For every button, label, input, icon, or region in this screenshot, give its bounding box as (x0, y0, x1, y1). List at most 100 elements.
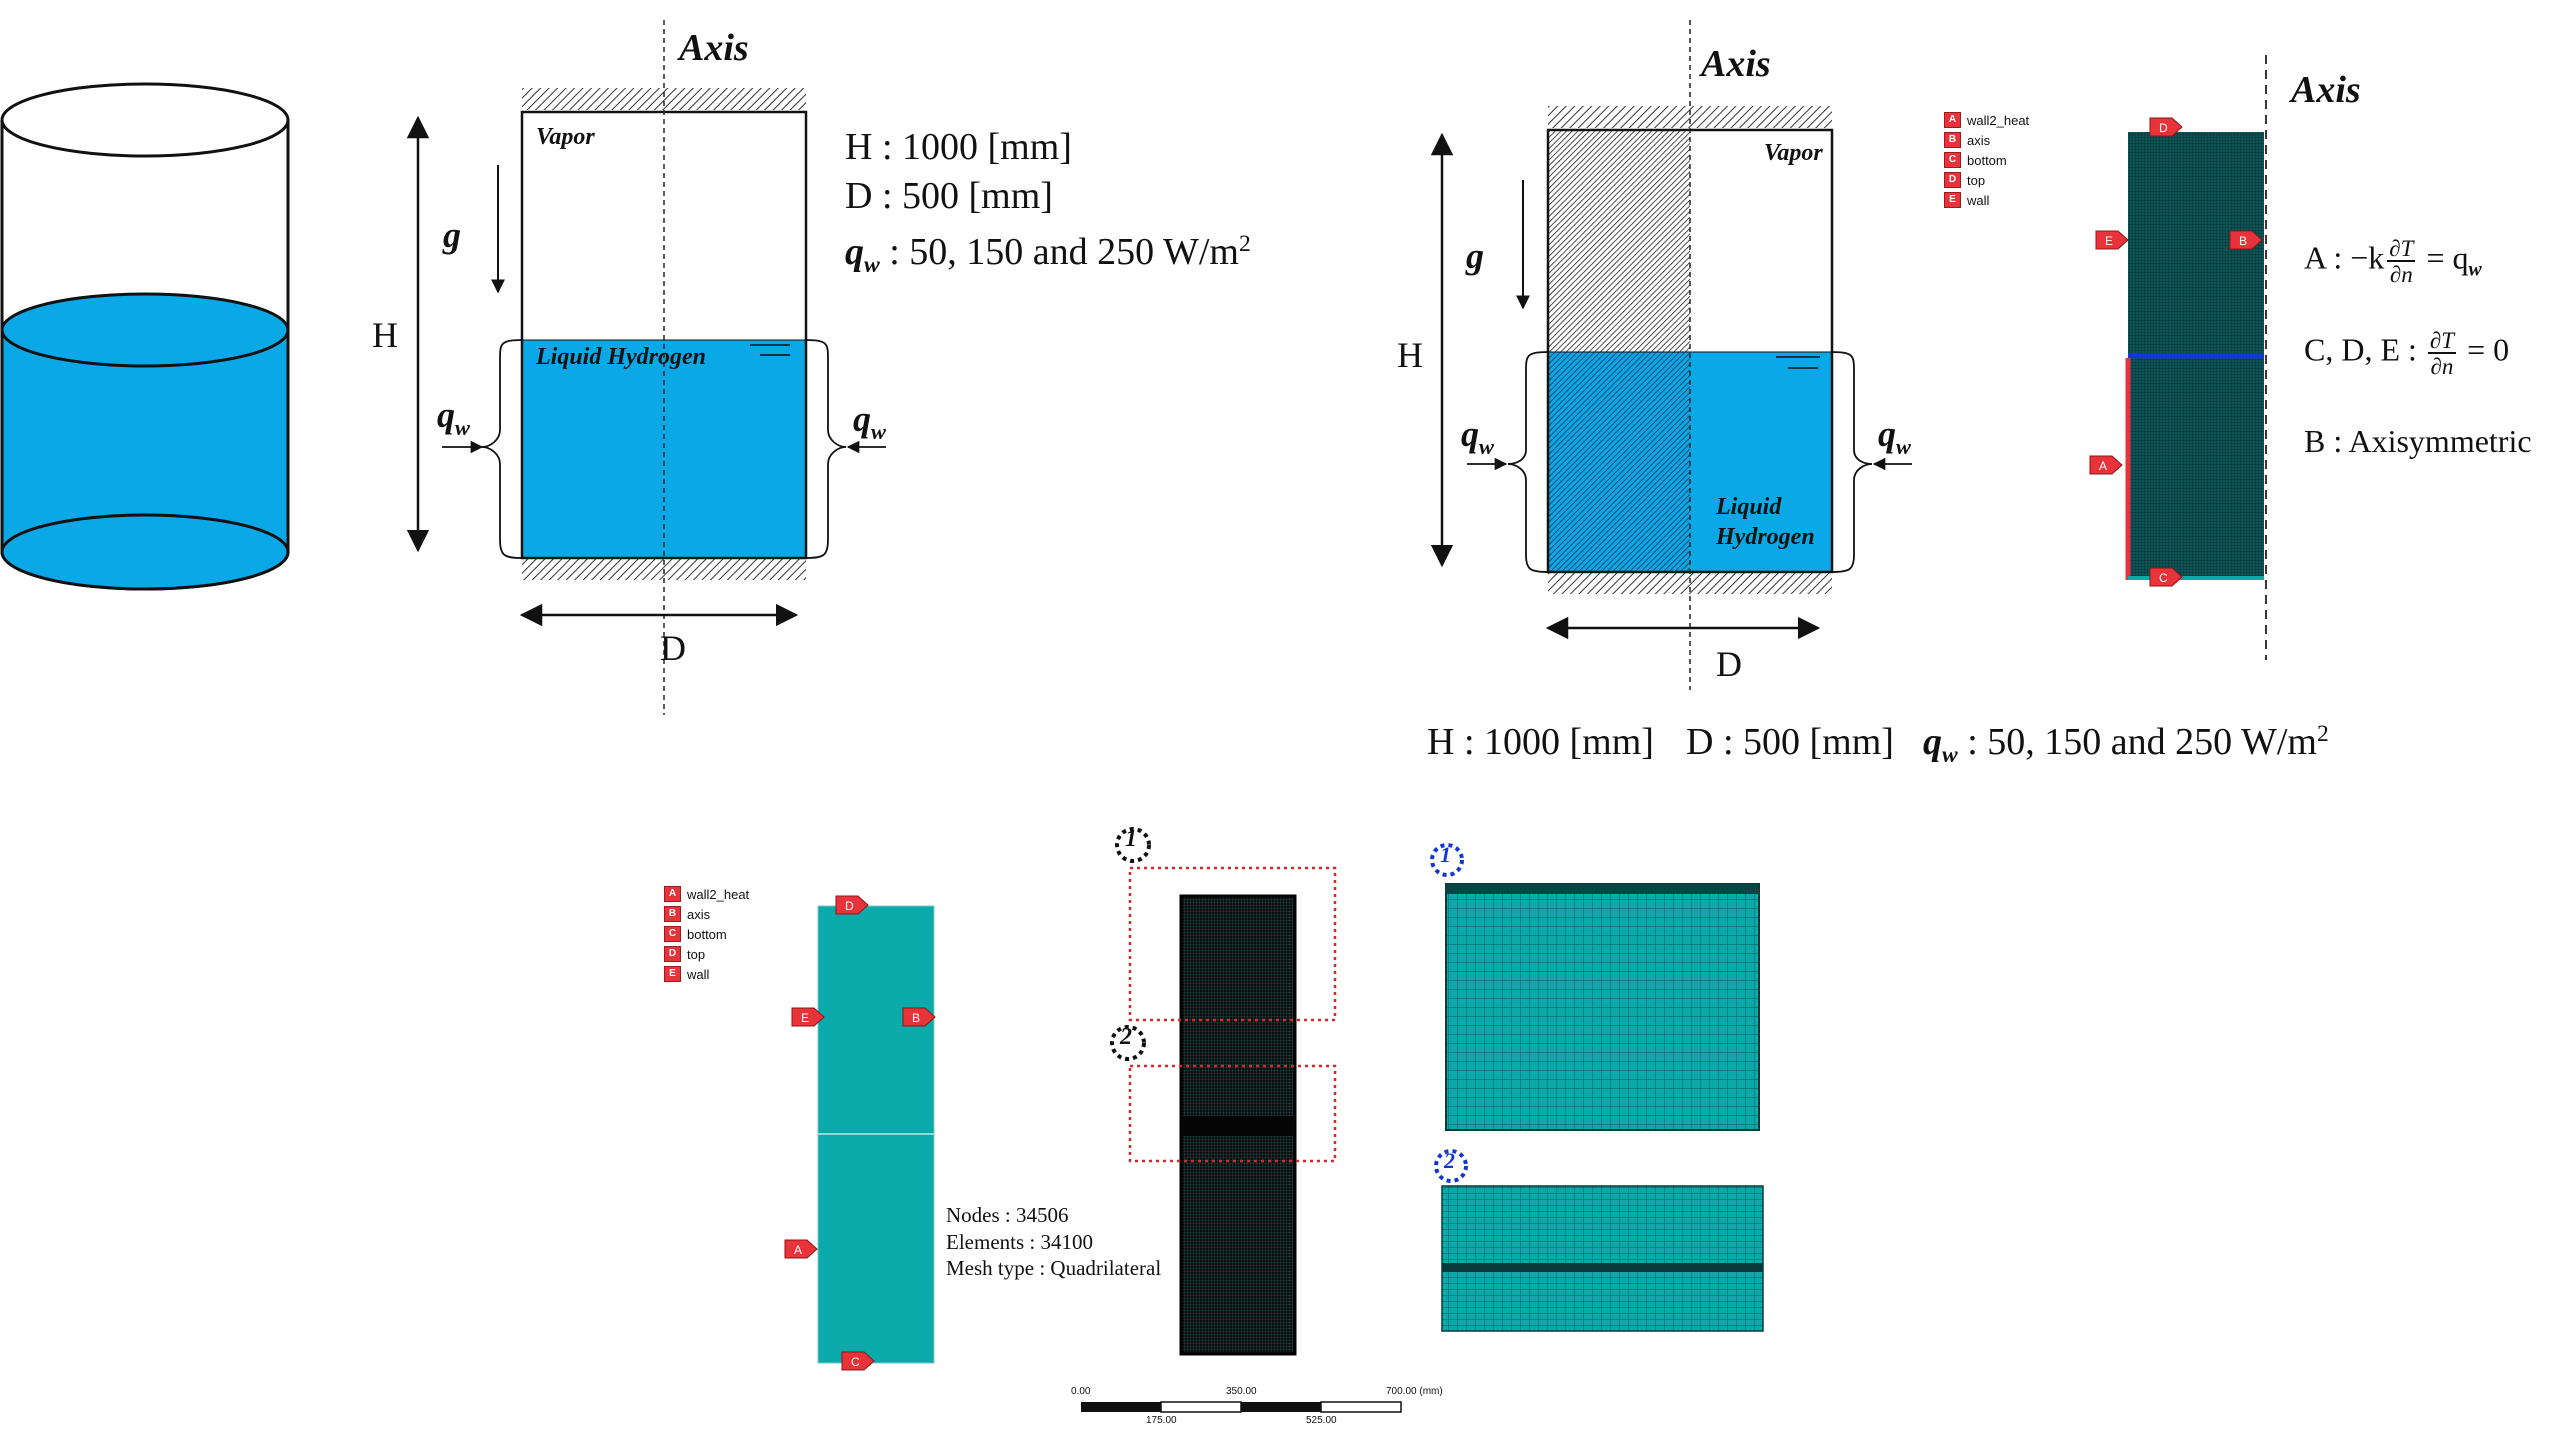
boundary-tag-b: B (2229, 230, 2263, 250)
boundary-tag-label: B (2239, 234, 2247, 248)
panel-b-g-label: g (1466, 236, 1484, 276)
panel-d-legend-label: bottom (687, 926, 727, 942)
boundary-tag-c: C (2149, 567, 2183, 587)
boundary-tag-label: A (794, 1243, 802, 1257)
panel-c-legend-label: axis (1967, 132, 1991, 148)
zoom-box-1 (1128, 866, 1337, 1022)
boundary-tag-label: A (2099, 459, 2107, 473)
panel-d-legend-key: A (664, 886, 681, 902)
boundary-tag-label: C (851, 1355, 860, 1369)
zoom-badge-label-black-1: 1 (1125, 826, 1137, 852)
panel-d-legend-label: wall (687, 966, 710, 982)
boundary-tag-c: C (841, 1351, 875, 1371)
heat-flux-brace-right (805, 339, 847, 559)
panel-c-legend-key: C (1944, 152, 1961, 168)
panel-a-schematic (406, 20, 886, 715)
panel-c-legend-label: wall (1967, 192, 1990, 208)
boundary-tag-label: E (2105, 234, 2113, 248)
panel-d-legend-label: wall2_heat (687, 886, 750, 902)
boundary-tag-label: C (2159, 571, 2168, 585)
panel-a-spec-q: qw : 50, 150 and 250 W/m2 (845, 231, 1251, 279)
scale-tick-0: 0.00 (1071, 1386, 1091, 1397)
panel-c-legend-key: B (1944, 132, 1961, 148)
panel-a-h-label: H (372, 315, 398, 355)
panel-b-schematic (1430, 20, 1912, 690)
panel-a-vapor-label: Vapor (536, 124, 595, 150)
boundary-tag-label: D (2159, 121, 2168, 135)
panel-b-liquid-label-2: Hydrogen (1716, 524, 1815, 550)
panel-b-axis-label: Axis (1701, 43, 1771, 85)
scale-tick-700: 700.00 (mm) (1386, 1386, 1443, 1397)
zoom-badge-blue-1 (1430, 843, 1464, 877)
panel-c-bc-a: A : −k∂T∂n = qw (2304, 235, 2482, 288)
panel-a-d-label: D (660, 628, 686, 668)
panel-d-legend-key: C (664, 926, 681, 942)
panel-d-legend-label: axis (687, 906, 711, 922)
panel-d-legend-key: E (664, 966, 681, 982)
boundary-tag-a: A (784, 1239, 818, 1259)
panel-b-spec-h: H : 1000 [mm] (1427, 721, 1654, 763)
panel-a-qw-left: qw (437, 395, 470, 440)
mesh-elements: Elements : 34100 (946, 1230, 1093, 1254)
zoom-badge-label-blue-2: 2 (1444, 1148, 1455, 1173)
panel-b-spec-d: D : 500 [mm] (1686, 721, 1894, 763)
panel-d-mesh-domain (817, 866, 1764, 1364)
boundary-tag-e: E (2095, 230, 2129, 250)
panel-a-qw-right: qw (853, 399, 886, 444)
panel-d-legend-key: B (664, 906, 681, 922)
panel-a-g-label: g (443, 215, 461, 255)
panel-a-liquid-label: Liquid Hydrogen (536, 344, 707, 370)
zoom-badge-label-black-2: 2 (1120, 1024, 1132, 1050)
scale-tick-525: 525.00 (1306, 1415, 1337, 1426)
panel-d-legend-key: D (664, 946, 681, 962)
panel-c-legend-label: top (1967, 172, 1986, 188)
zoom-badge-black-2 (1110, 1025, 1146, 1061)
tank-cylinder-3d (0, 82, 290, 591)
boundary-tag-d: D (835, 895, 869, 915)
zoom-view-1 (1445, 883, 1760, 1131)
panel-c-bc-b: B : Axisymmetric (2304, 423, 2532, 459)
panel-c-legend-key: E (1944, 192, 1961, 208)
heat-flux-brace-left (481, 339, 523, 559)
panel-b-qw-right: qw (1878, 414, 1911, 459)
boundary-tag-label: D (845, 899, 854, 913)
panel-c-bc-cde: C, D, E : ∂T∂n = 0 (2304, 327, 2510, 380)
boundary-tag-e: E (791, 1007, 825, 1027)
panel-c-legend-key: A (1944, 112, 1961, 128)
panel-b-h-label: H (1397, 335, 1423, 375)
scale-tick-175: 175.00 (1146, 1415, 1177, 1426)
zoom-view-2 (1441, 1185, 1764, 1332)
panel-c-legend-key: D (1944, 172, 1961, 188)
zoom-badge-label-blue-1: 1 (1440, 842, 1451, 867)
panel-c-bc-domain (2125, 55, 2267, 660)
mesh-type: Mesh type : Quadrilateral (946, 1256, 1162, 1280)
panel-b-qw-left: qw (1461, 414, 1494, 459)
panel-b-d-label: D (1716, 644, 1742, 684)
boundary-tag-d: D (2149, 117, 2183, 137)
zoom-badge-blue-2 (1434, 1149, 1468, 1183)
panel-c-legend-label: wall2_heat (1967, 112, 2030, 128)
boundary-tag-a: A (2089, 455, 2123, 475)
heat-flux-brace-right (1831, 351, 1873, 573)
heat-flux-brace-left (1507, 351, 1549, 573)
panel-b-liquid-label-1: Liquid (1716, 494, 1782, 520)
panel-b-spec-q: qw : 50, 150 and 250 W/m2 (1923, 721, 2329, 769)
panel-a-axis-label: Axis (679, 27, 749, 69)
boundary-tag-b: B (902, 1007, 936, 1027)
mesh-nodes: Nodes : 34506 (946, 1203, 1069, 1227)
boundary-tag-label: B (912, 1011, 920, 1025)
scale-bar (1081, 1401, 1402, 1413)
